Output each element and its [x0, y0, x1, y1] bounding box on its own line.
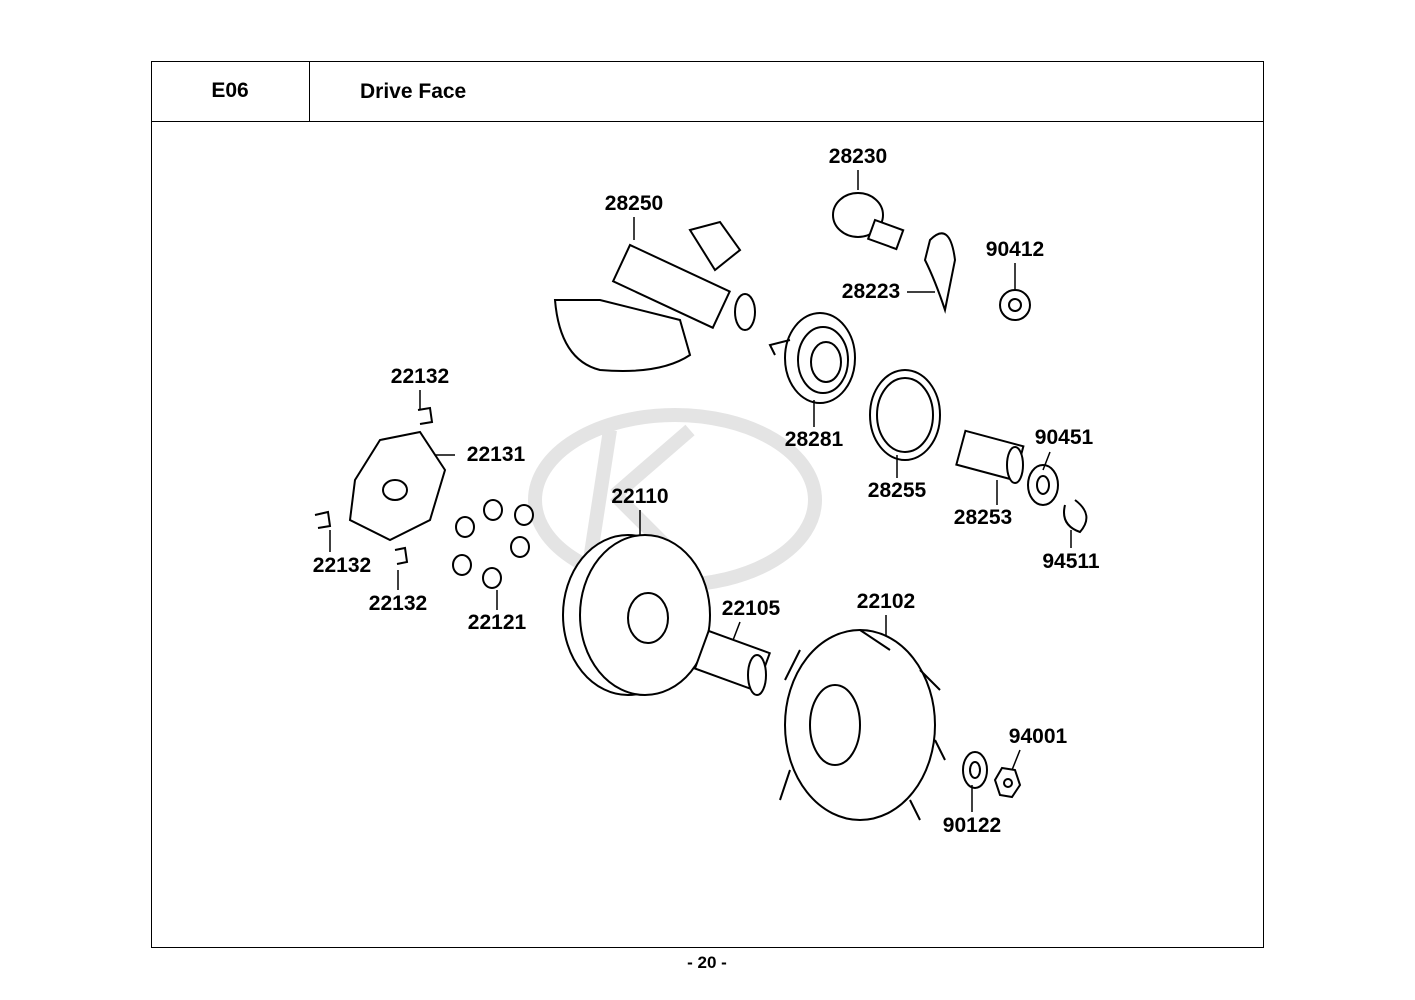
slider-pieces-part [314, 406, 434, 565]
part-label-90451: 90451 [1034, 426, 1094, 449]
part-label-22102: 22102 [856, 590, 916, 613]
washer-90412-part [999, 289, 1031, 321]
washer-90451-part [1027, 464, 1059, 506]
part-label-22121: 22121 [467, 611, 527, 634]
part-label-22132: 22132 [312, 554, 372, 577]
section-code: E06 [151, 61, 310, 122]
washer-90122-part [962, 751, 988, 789]
bushing-28253-part [955, 429, 1025, 484]
part-label-22131: 22131 [466, 443, 526, 466]
ramp-plate-part [348, 430, 447, 542]
part-label-28281: 28281 [784, 428, 844, 451]
starter-driven-gear-part [832, 192, 905, 251]
seal-28255-part [869, 369, 941, 461]
section-title: Drive Face [360, 79, 467, 103]
collar-22105-part [693, 629, 772, 696]
nut-94001-part [993, 766, 1022, 799]
part-label-22110: 22110 [611, 485, 669, 508]
part-label-22132: 22132 [368, 592, 428, 615]
drive-face-pulley-part [562, 534, 711, 696]
part-label-28255: 28255 [867, 479, 927, 502]
part-label-28253: 28253 [953, 506, 1013, 529]
fan-drive-face-part [779, 629, 946, 821]
spring-clip-part [923, 232, 957, 314]
kick-shaft-gear-part [553, 220, 756, 372]
part-label-94511: 94511 [1042, 550, 1100, 573]
leader-lines [329, 170, 1072, 812]
part-label-28250: 28250 [604, 192, 664, 215]
kick-spring-part [768, 312, 856, 404]
header-divider [310, 121, 1263, 122]
part-label-22132: 22132 [390, 365, 450, 388]
part-label-28230: 28230 [828, 145, 888, 168]
page-number: - 20 - [687, 953, 727, 972]
circlip-94511-part [1063, 499, 1088, 534]
part-label-90122: 90122 [942, 814, 1002, 837]
part-label-22105: 22105 [721, 597, 781, 620]
weight-rollers-part [452, 499, 534, 589]
diagram-frame [151, 61, 1264, 948]
part-label-28223: 28223 [841, 280, 901, 303]
part-label-94001: 94001 [1008, 725, 1068, 748]
part-label-90412: 90412 [985, 238, 1045, 261]
